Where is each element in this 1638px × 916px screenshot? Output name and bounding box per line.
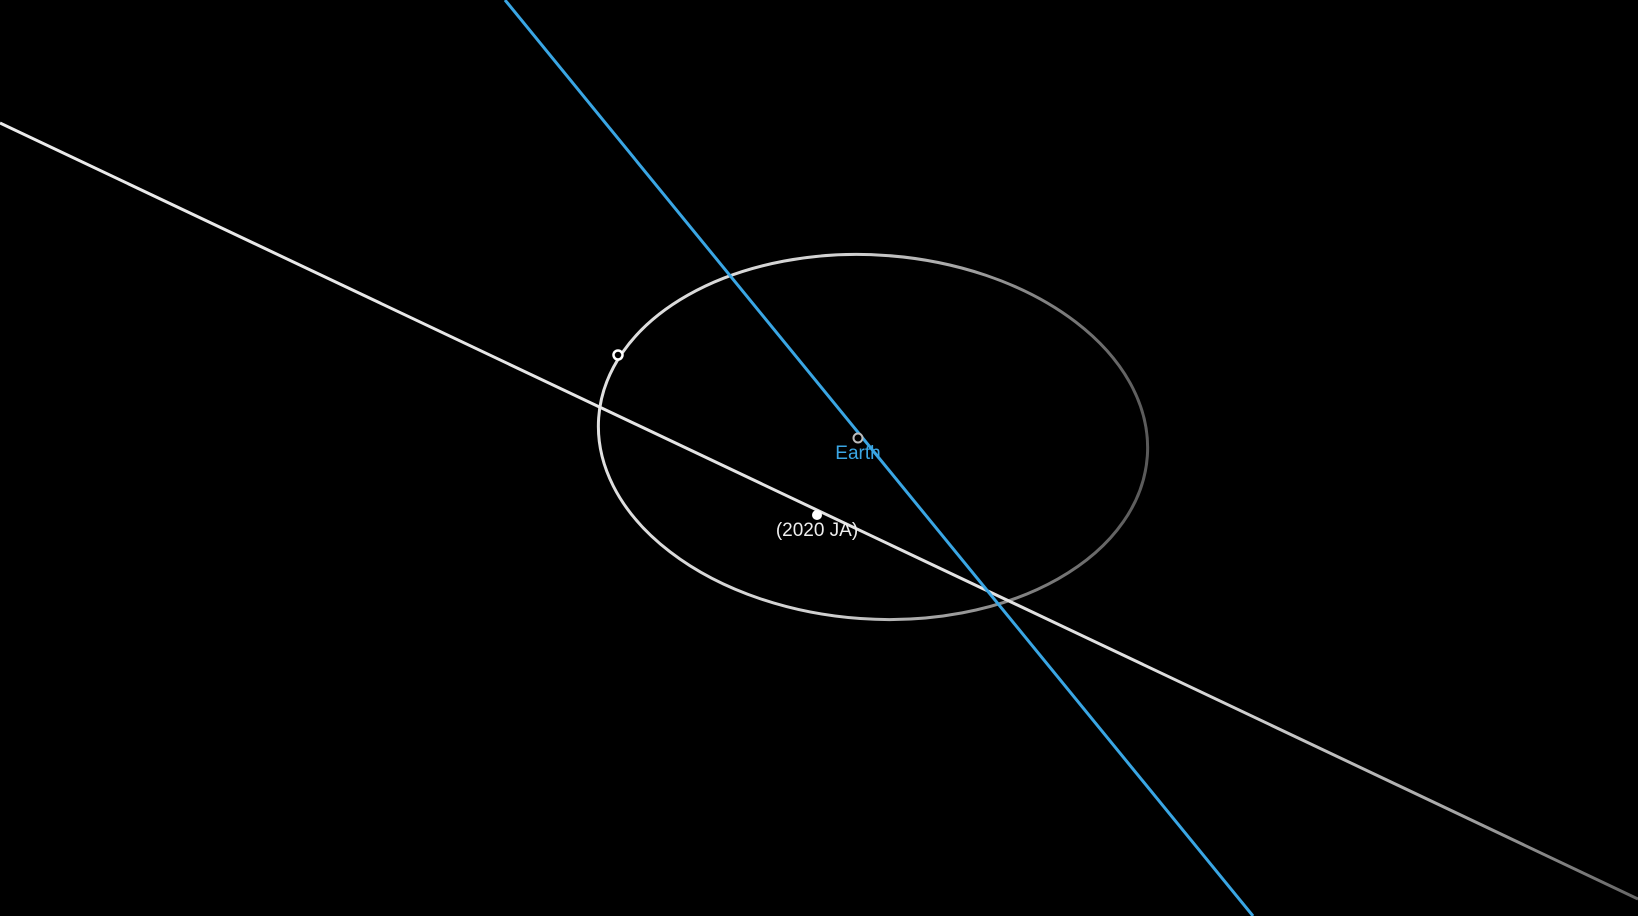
earth-label: Earth — [835, 443, 880, 464]
earth-trajectory — [503, 0, 1255, 916]
orbit-ellipse — [596, 252, 1150, 622]
asteroid-marker — [812, 510, 822, 520]
asteroid-label: (2020 JA) — [776, 520, 858, 541]
orbit-marker — [612, 349, 624, 361]
earth-marker — [852, 432, 864, 444]
